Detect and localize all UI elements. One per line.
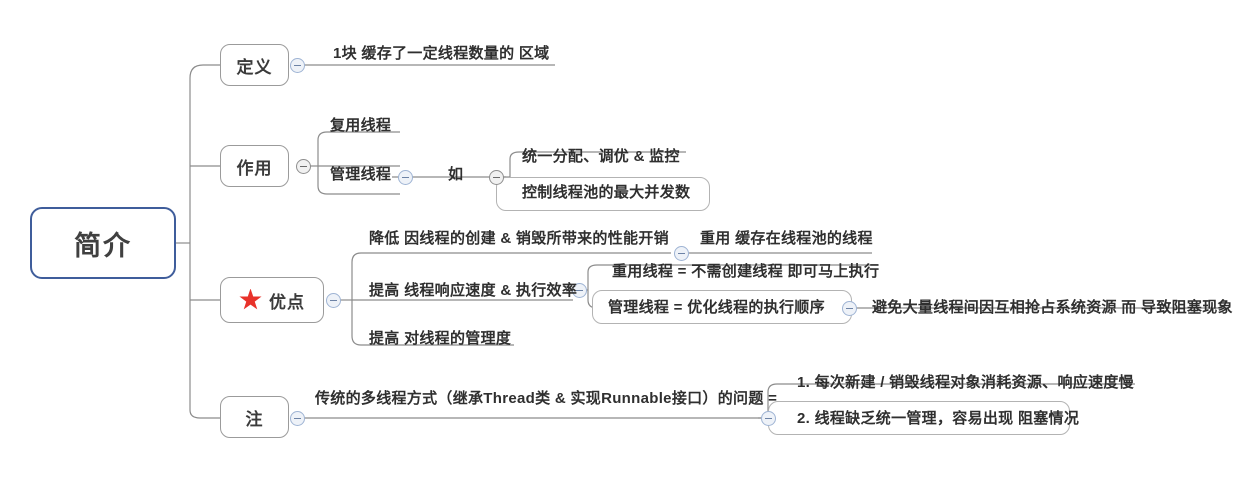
highlight-box-note-1-2 — [768, 401, 1070, 435]
star-icon — [239, 288, 262, 310]
leaf-role-2-1[interactable]: 统一分配、调优 & 监控 — [522, 148, 680, 166]
leaf-role-2[interactable]: 管理线程 — [330, 166, 391, 184]
leaf-merit-2-2-1[interactable]: 避免大量线程间因互相抢占系统资源 而 导致阻塞现象 — [872, 299, 1233, 317]
leaf-merit-2-1[interactable]: 重用线程 = 不需创建线程 即可马上执行 — [612, 263, 879, 281]
leaf-merit-1-1[interactable]: 重用 缓存在线程池的线程 — [700, 230, 873, 248]
branch-node-merit-label: 优点 — [269, 292, 305, 312]
leaf-role-2-connector[interactable]: 如 — [448, 166, 463, 184]
branch-node-role[interactable]: 作用 — [220, 145, 289, 187]
leaf-note-1[interactable]: 传统的多线程方式（继承Thread类 & 实现Runnable接口）的问题 = — [315, 390, 777, 408]
collapse-toggle-merit-1[interactable] — [674, 246, 689, 261]
collapse-toggle-merit-2-2[interactable] — [842, 301, 857, 316]
collapse-toggle-note-1[interactable] — [761, 411, 776, 426]
leaf-note-1-label: 传统的多线程方式（继承Thread类 & 实现Runnable接口）的问题 = — [315, 390, 778, 407]
branch-node-note[interactable]: 注 — [220, 396, 289, 438]
branch-node-define-label: 定义 — [236, 57, 273, 77]
leaf-role-1-label: 复用线程 — [330, 117, 392, 134]
leaf-role-2-2[interactable]: 控制线程池的最大并发数 — [522, 184, 690, 202]
leaf-note-1-1[interactable]: 1. 每次新建 / 销毁线程对象消耗资源、响应速度慢 — [797, 374, 1134, 392]
collapse-toggle-merit-2[interactable] — [572, 283, 587, 298]
highlight-box-role-2-2 — [496, 177, 710, 211]
leaf-merit-2-2-1-label: 避免大量线程间因互相抢占系统资源 而 导致阻塞现象 — [872, 299, 1233, 316]
leaf-merit-2-label: 提高 线程响应速度 & 执行效率 — [369, 282, 578, 299]
collapse-toggle-merit[interactable] — [326, 293, 341, 308]
leaf-merit-1-label: 降低 因线程的创建 & 销毁所带来的性能开销 — [369, 230, 669, 247]
collapse-toggle-define[interactable] — [290, 58, 305, 73]
leaf-merit-2-2-label: 管理线程 = 优化线程的执行顺序 — [608, 299, 825, 316]
leaf-note-1-2-label: 2. 线程缺乏统一管理，容易出现 阻塞情况 — [797, 410, 1080, 427]
branch-node-role-label: 作用 — [236, 158, 273, 178]
leaf-merit-2-2[interactable]: 管理线程 = 优化线程的执行顺序 — [608, 299, 825, 317]
leaf-role-2-2-label: 控制线程池的最大并发数 — [522, 184, 691, 201]
collapse-toggle-role[interactable] — [296, 159, 311, 174]
highlight-box-merit-2-2 — [592, 290, 852, 324]
leaf-define-1-label: 1块 缓存了一定线程数量的 区域 — [333, 45, 550, 62]
leaf-merit-3-label: 提高 对线程的管理度 — [369, 330, 512, 347]
leaf-role-1[interactable]: 复用线程 — [330, 117, 391, 135]
collapse-toggle-note[interactable] — [290, 411, 305, 426]
branch-node-note-label: 注 — [245, 409, 264, 429]
leaf-define-1[interactable]: 1块 缓存了一定线程数量的 区域 — [333, 45, 549, 63]
collapse-toggle-role-2[interactable] — [398, 170, 413, 185]
leaf-role-2-connector-label: 如 — [448, 166, 464, 183]
leaf-note-1-1-label: 1. 每次新建 / 销毁线程对象消耗资源、响应速度慢 — [797, 374, 1134, 391]
branch-node-merit[interactable]: 优点 — [220, 277, 324, 323]
leaf-note-1-2[interactable]: 2. 线程缺乏统一管理，容易出现 阻塞情况 — [797, 410, 1079, 428]
leaf-role-2-1-label: 统一分配、调优 & 监控 — [522, 148, 680, 165]
leaf-merit-2[interactable]: 提高 线程响应速度 & 执行效率 — [369, 282, 577, 300]
branch-node-define[interactable]: 定义 — [220, 44, 289, 86]
root-node-label: 简介 — [74, 230, 132, 261]
leaf-merit-1-1-label: 重用 缓存在线程池的线程 — [700, 230, 873, 247]
root-node[interactable]: 简介 — [30, 207, 176, 279]
leaf-merit-2-1-label: 重用线程 = 不需创建线程 即可马上执行 — [612, 263, 880, 280]
leaf-merit-3[interactable]: 提高 对线程的管理度 — [369, 330, 511, 348]
leaf-merit-1[interactable]: 降低 因线程的创建 & 销毁所带来的性能开销 — [369, 230, 669, 248]
collapse-toggle-role-2-connector[interactable] — [489, 170, 504, 185]
leaf-role-2-label: 管理线程 — [330, 166, 392, 183]
